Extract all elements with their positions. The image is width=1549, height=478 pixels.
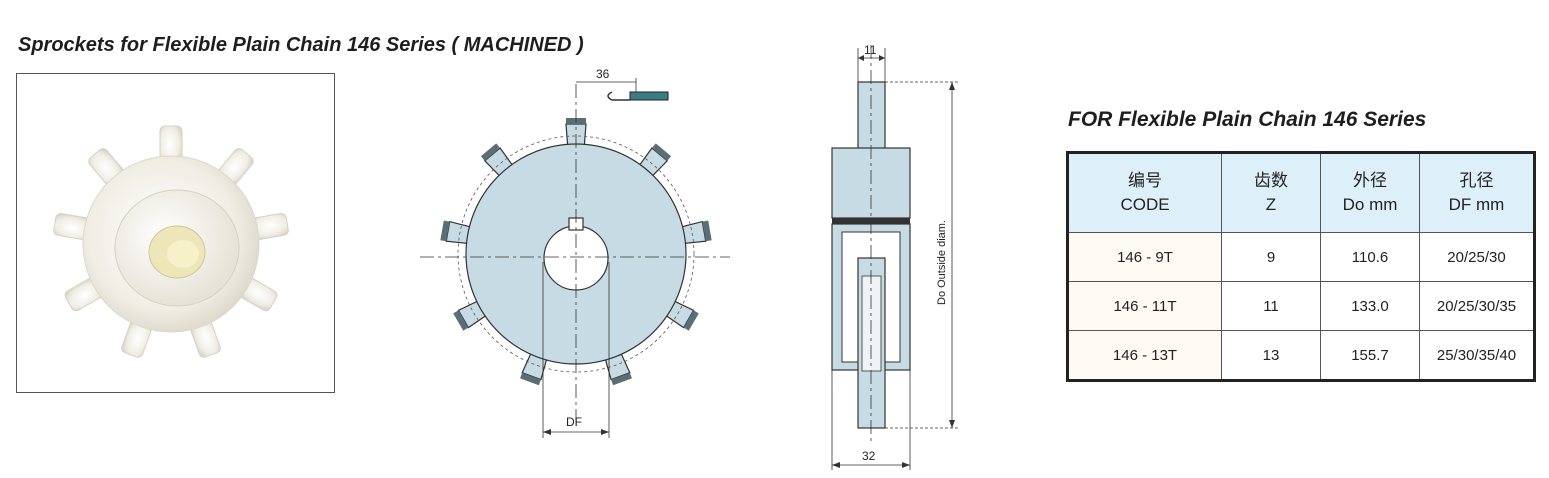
dim-bore: DF [566, 415, 582, 429]
dim-hub-top: 11 [864, 43, 877, 57]
page-title: Sprockets for Flexible Plain Chain 146 S… [18, 34, 584, 56]
technical-drawing: 36 DF 11 32 Do Outside diam. [420, 43, 960, 470]
table-row: 146 - 9T 9 110.6 20/25/30 [1067, 232, 1535, 282]
dim-outside-diameter: Do Outside diam. [936, 220, 948, 305]
cell-teeth: 11 [1221, 281, 1321, 331]
dim-pitch-width: 36 [596, 67, 610, 81]
cell-code: 146 - 13T [1067, 330, 1222, 381]
cell-bore: 20/25/30/35 [1419, 281, 1535, 331]
table-row: 146 - 11T 11 133.0 20/25/30/35 [1067, 281, 1535, 331]
cell-bore: 20/25/30 [1419, 232, 1535, 282]
cell-code: 146 - 11T [1067, 281, 1222, 331]
cell-bore: 25/30/35/40 [1419, 330, 1535, 381]
sprocket-front-view [420, 78, 730, 438]
sprocket-side-view [831, 45, 960, 470]
cell-code: 146 - 9T [1067, 232, 1222, 282]
table-row: 146 - 13T 13 155.7 25/30/35/40 [1067, 330, 1535, 381]
cell-outside-diameter: 110.6 [1320, 232, 1420, 282]
product-photo [16, 73, 335, 393]
cell-teeth: 9 [1221, 232, 1321, 282]
cell-outside-diameter: 155.7 [1320, 330, 1420, 381]
dim-total-width: 32 [862, 449, 876, 463]
table-title: FOR Flexible Plain Chain 146 Series [1068, 108, 1427, 131]
cell-outside-diameter: 133.0 [1320, 281, 1420, 331]
cell-teeth: 13 [1221, 330, 1321, 381]
